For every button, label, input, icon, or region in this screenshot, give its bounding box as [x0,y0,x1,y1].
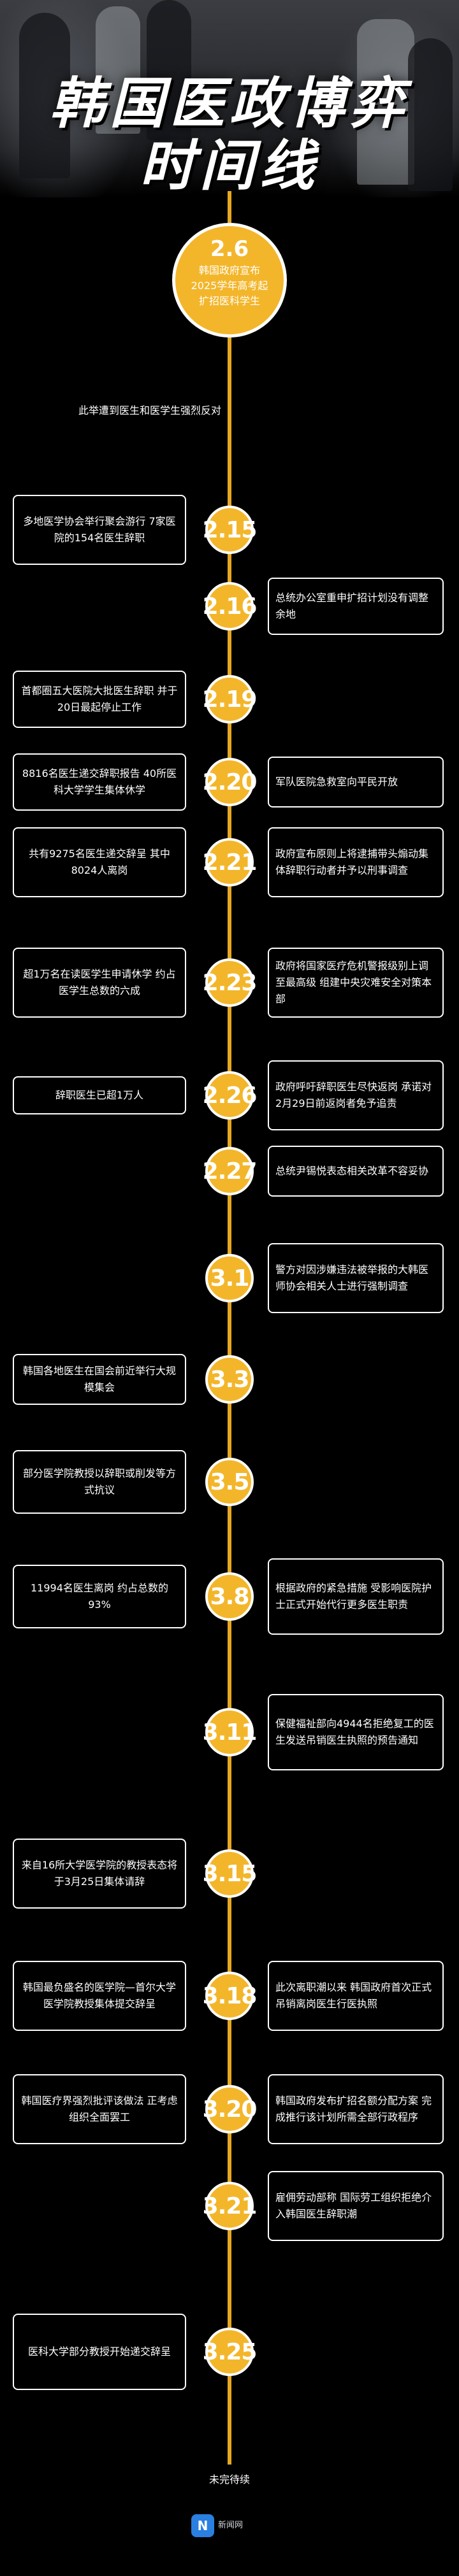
timeline-node: 3.15 [203,1849,257,1898]
event-box-right: 根据政府的紧急措施 受影响医院护士正式开始代行更多医生职责 [268,1558,444,1635]
event-box-right: 总统办公室重申扩招计划没有调整余地 [268,578,444,635]
event-box-left: 首都圈五大医院大批医生辞职 并于20日最起停止工作 [13,671,186,728]
timeline-node: 3.11 [203,1708,257,1756]
background-figure [19,13,70,178]
background-figure [147,0,191,140]
intro-note: 此举遭到医生和医学生强烈反对 [78,404,221,416]
event-box-right: 保健福祉部向4944名拒绝复工的医生发送吊销医生执照的预告通知 [268,1694,444,1770]
event-box-right: 韩国政府发布扩招名额分配方案 完成推行该计划所需全部行政程序 [268,2074,444,2144]
header-banner: 韩国医政博弈 时间线 [0,0,459,197]
timeline-node: 3.1 [205,1254,254,1302]
event-box-right: 政府将国家医疗危机警报级别上调至最高级 组建中央灾难安全对策本部 [268,948,444,1018]
timeline-node: 2.21 [203,838,257,886]
event-text: 韩国政府宣布2025学年高考起扩招医科学生 [191,264,268,307]
event-box-left: 韩国各地医生在国会前近举行大规模集会 [13,1354,186,1405]
event-box-right: 政府呼吁辞职医生尽快返岗 承诺对2月29日前返岗者免予追责 [268,1060,444,1130]
event-box-right: 政府宣布原则上将逮捕带头煽动集体辞职行动者并予以刑事调查 [268,827,444,897]
event-date: 2.6 [210,236,249,262]
event-box-right: 总统尹锡悦表态相关改革不容妥协 [268,1146,444,1197]
event-box-left: 11994名医生离岗 约占总数的93% [13,1565,186,1628]
timeline-node: 3.21 [203,2182,257,2230]
event-box-left: 辞职医生已超1万人 [13,1076,186,1114]
event-box-left: 部分医学院教授以辞职或削发等方式抗议 [13,1450,186,1514]
timeline-node: 2.26 [203,1071,257,1120]
event-box-left: 来自16所大学医学院的教授表态将于3月25日集体请辞 [13,1839,186,1909]
logo-mark: N [191,2514,214,2537]
event-box-left: 韩国医疗界强烈批评该做法 正考虑组织全面罢工 [13,2074,186,2144]
page-title-line2: 时间线 [140,134,319,197]
background-figure [408,38,453,191]
timeline-node: 3.25 [203,2328,257,2376]
source-logo: N 新闻网 [191,2514,243,2537]
event-box-right: 此次离职潮以来 韩国政府首次正式吊销离岗医生行医执照 [268,1961,444,2031]
event-box-left: 韩国最负盛名的医学院—首尔大学医学院教授集体提交辞呈 [13,1961,186,2031]
event-box-left: 共有9275名医生递交辞呈 其中8024人离岗 [13,827,186,897]
timeline-node: 2.19 [203,675,257,723]
background-figure [96,6,140,134]
timeline-node: 2.15 [203,506,257,554]
logo-name: 新闻网 [218,2521,244,2530]
event-box-left: 多地医学协会举行聚会游行 7家医院的154名医生辞职 [13,495,186,565]
timeline-node: 3.3 [205,1355,254,1404]
event-box-left: 超1万名在读医学生申请休学 约占医学生总数的六成 [13,948,186,1018]
background-figure [357,19,414,185]
timeline-node: 2.20 [203,758,257,806]
timeline-node: 2.27 [203,1147,257,1195]
timeline-node: 3.18 [203,1972,257,2020]
timeline-start-node: 2.6 韩国政府宣布2025学年高考起扩招医科学生 [172,223,287,338]
event-box-right: 雇佣劳动部称 国际劳工组织拒绝介入韩国医生辞职潮 [268,2171,444,2241]
end-text: 未完待续 [208,2473,250,2486]
timeline-axis [228,191,231,2465]
timeline-node: 2.23 [203,958,257,1007]
timeline-node: 3.8 [205,1572,254,1621]
page-title-line1: 韩国医政博弈 [50,72,409,136]
event-box-left: 医科大学部分教授开始递交辞呈 [13,2314,186,2390]
event-box-right: 军队医院急救室向平民开放 [268,757,444,808]
event-box-right: 警方对因涉嫌违法被举报的大韩医师协会相关人士进行强制调查 [268,1243,444,1313]
timeline-node: 2.16 [203,582,257,630]
timeline-node: 3.5 [205,1458,254,1506]
event-box-left: 8816名医生递交辞职报告 40所医科大学学生集体休学 [13,753,186,811]
timeline-node: 3.20 [203,2085,257,2133]
